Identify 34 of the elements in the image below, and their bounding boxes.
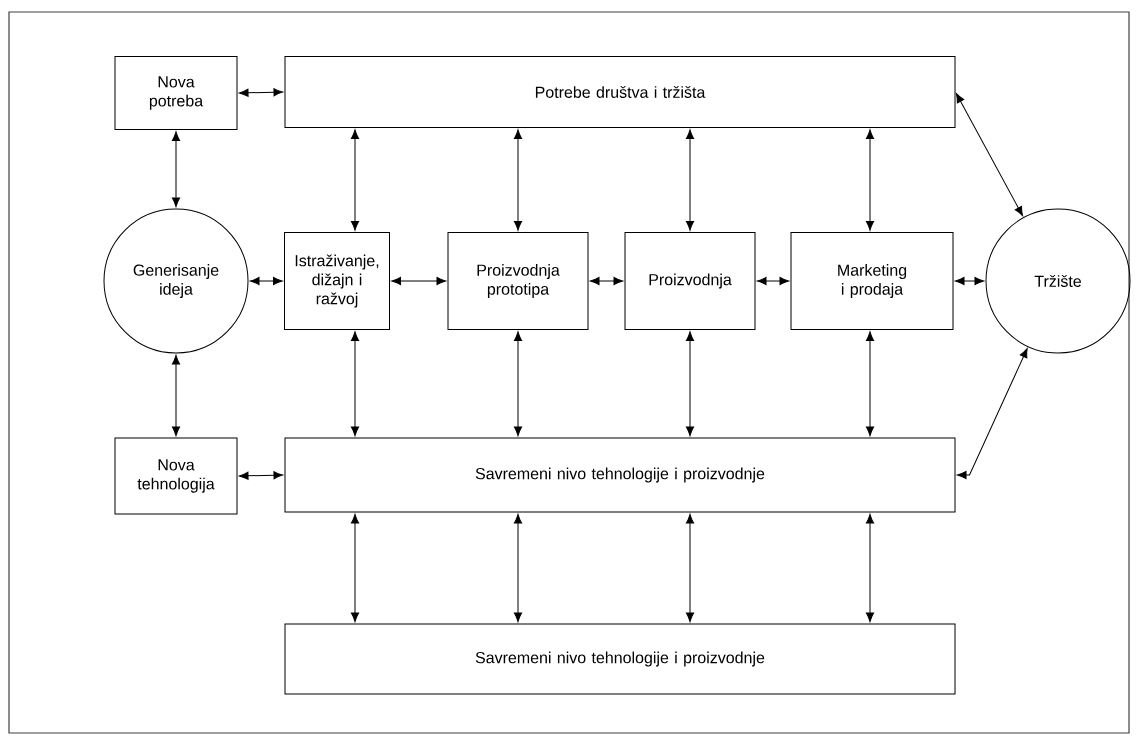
process-box: Potrebe društva i tržišta xyxy=(284,56,956,128)
arrow xyxy=(350,129,360,231)
arrow xyxy=(350,331,360,437)
arrow xyxy=(685,129,695,231)
arrow xyxy=(865,513,875,623)
arrow xyxy=(513,331,523,437)
arrow xyxy=(249,276,283,286)
arrow xyxy=(513,129,523,231)
arrow xyxy=(955,93,1024,217)
arrow xyxy=(589,276,624,286)
arrow xyxy=(238,88,284,97)
arrow xyxy=(865,129,875,231)
arrow xyxy=(513,513,523,623)
process-box: Nova potreba xyxy=(114,56,238,130)
arrow xyxy=(756,276,790,286)
process-box: Nova tehnologija xyxy=(114,437,238,515)
process-box: Savremeni nivo tehnologije i proizvodnje xyxy=(284,623,956,695)
arrow xyxy=(956,348,1028,480)
arrow xyxy=(238,471,284,480)
arrow xyxy=(171,131,181,208)
arrow xyxy=(685,513,695,623)
circle-node: Generisanje ideja xyxy=(103,208,249,354)
arrow xyxy=(865,331,875,437)
arrow xyxy=(954,276,985,286)
process-box: Proizvodnja prototipa xyxy=(447,232,589,330)
arrow xyxy=(685,331,695,437)
arrow xyxy=(350,513,360,623)
arrow xyxy=(391,276,447,286)
process-box: Istraživanje, dižajn i ražvoj xyxy=(284,232,390,330)
process-box: Savremeni nivo tehnologije i proizvodnje xyxy=(284,437,956,513)
circle-node: Tržište xyxy=(985,208,1131,354)
arrow xyxy=(171,354,181,437)
process-box: Marketing i prodaja xyxy=(790,232,954,330)
process-box: Proizvodnja xyxy=(624,232,756,330)
